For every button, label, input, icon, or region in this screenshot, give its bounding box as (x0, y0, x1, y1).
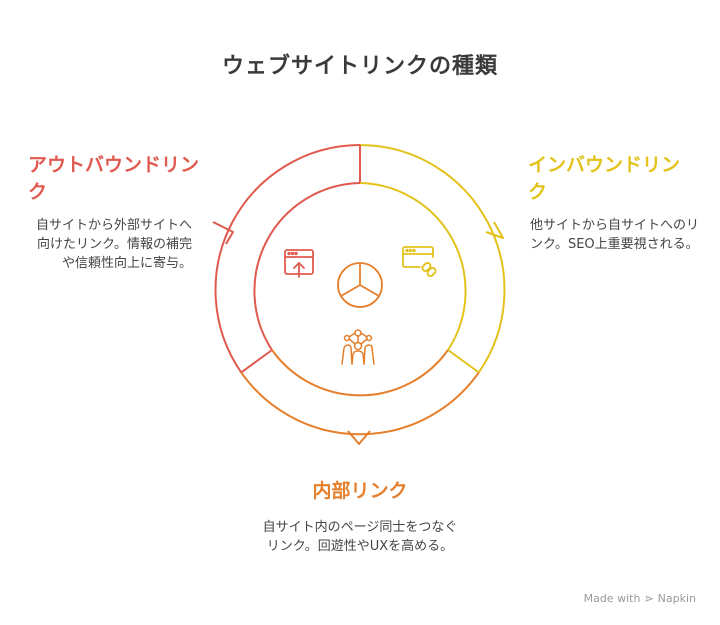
pie-chart-icon (337, 262, 383, 308)
divider-left (240, 349, 273, 374)
outer-arc-internal (240, 371, 480, 436)
network-people-icon (341, 329, 375, 365)
made-with-credit[interactable]: Made with ⋗ Napkin (584, 592, 696, 605)
outer-arc-inbound (359, 144, 506, 373)
page-title: ウェブサイトリンクの種類 (221, 54, 498, 79)
outer-arc-outbound (214, 144, 361, 373)
inbound-description: 他サイトから自サイトへのリンク。SEO上重要視される。 (530, 218, 700, 252)
browser-upload-icon (284, 249, 314, 278)
browser-link-icon (402, 246, 437, 277)
arrow-notch-bottom (347, 430, 371, 445)
outbound-description: 自サイトから外部サイトへ向けたリンク。情報の補完や信頼性向上に寄与。 (35, 218, 192, 271)
napkin-logo-icon: ⋗ (644, 592, 654, 605)
inbound-title: インバウンドリンク (528, 154, 681, 203)
outbound-title: アウトバウンドリンク (28, 154, 200, 203)
inner-arc-inbound (359, 182, 467, 351)
arrow-notch-right (485, 221, 504, 239)
inner-arc-outbound (253, 182, 361, 351)
internal-description: 自サイト内のページ同士をつなぐリンク。回遊性やUXを高める。 (262, 520, 458, 554)
divider-right (447, 349, 480, 374)
arrow-notch-left (212, 221, 234, 245)
credit-brand: Napkin (657, 592, 696, 605)
internal-title: 内部リンク (312, 480, 408, 502)
inner-arc-internal (271, 349, 449, 397)
credit-text: Made with (583, 592, 641, 605)
